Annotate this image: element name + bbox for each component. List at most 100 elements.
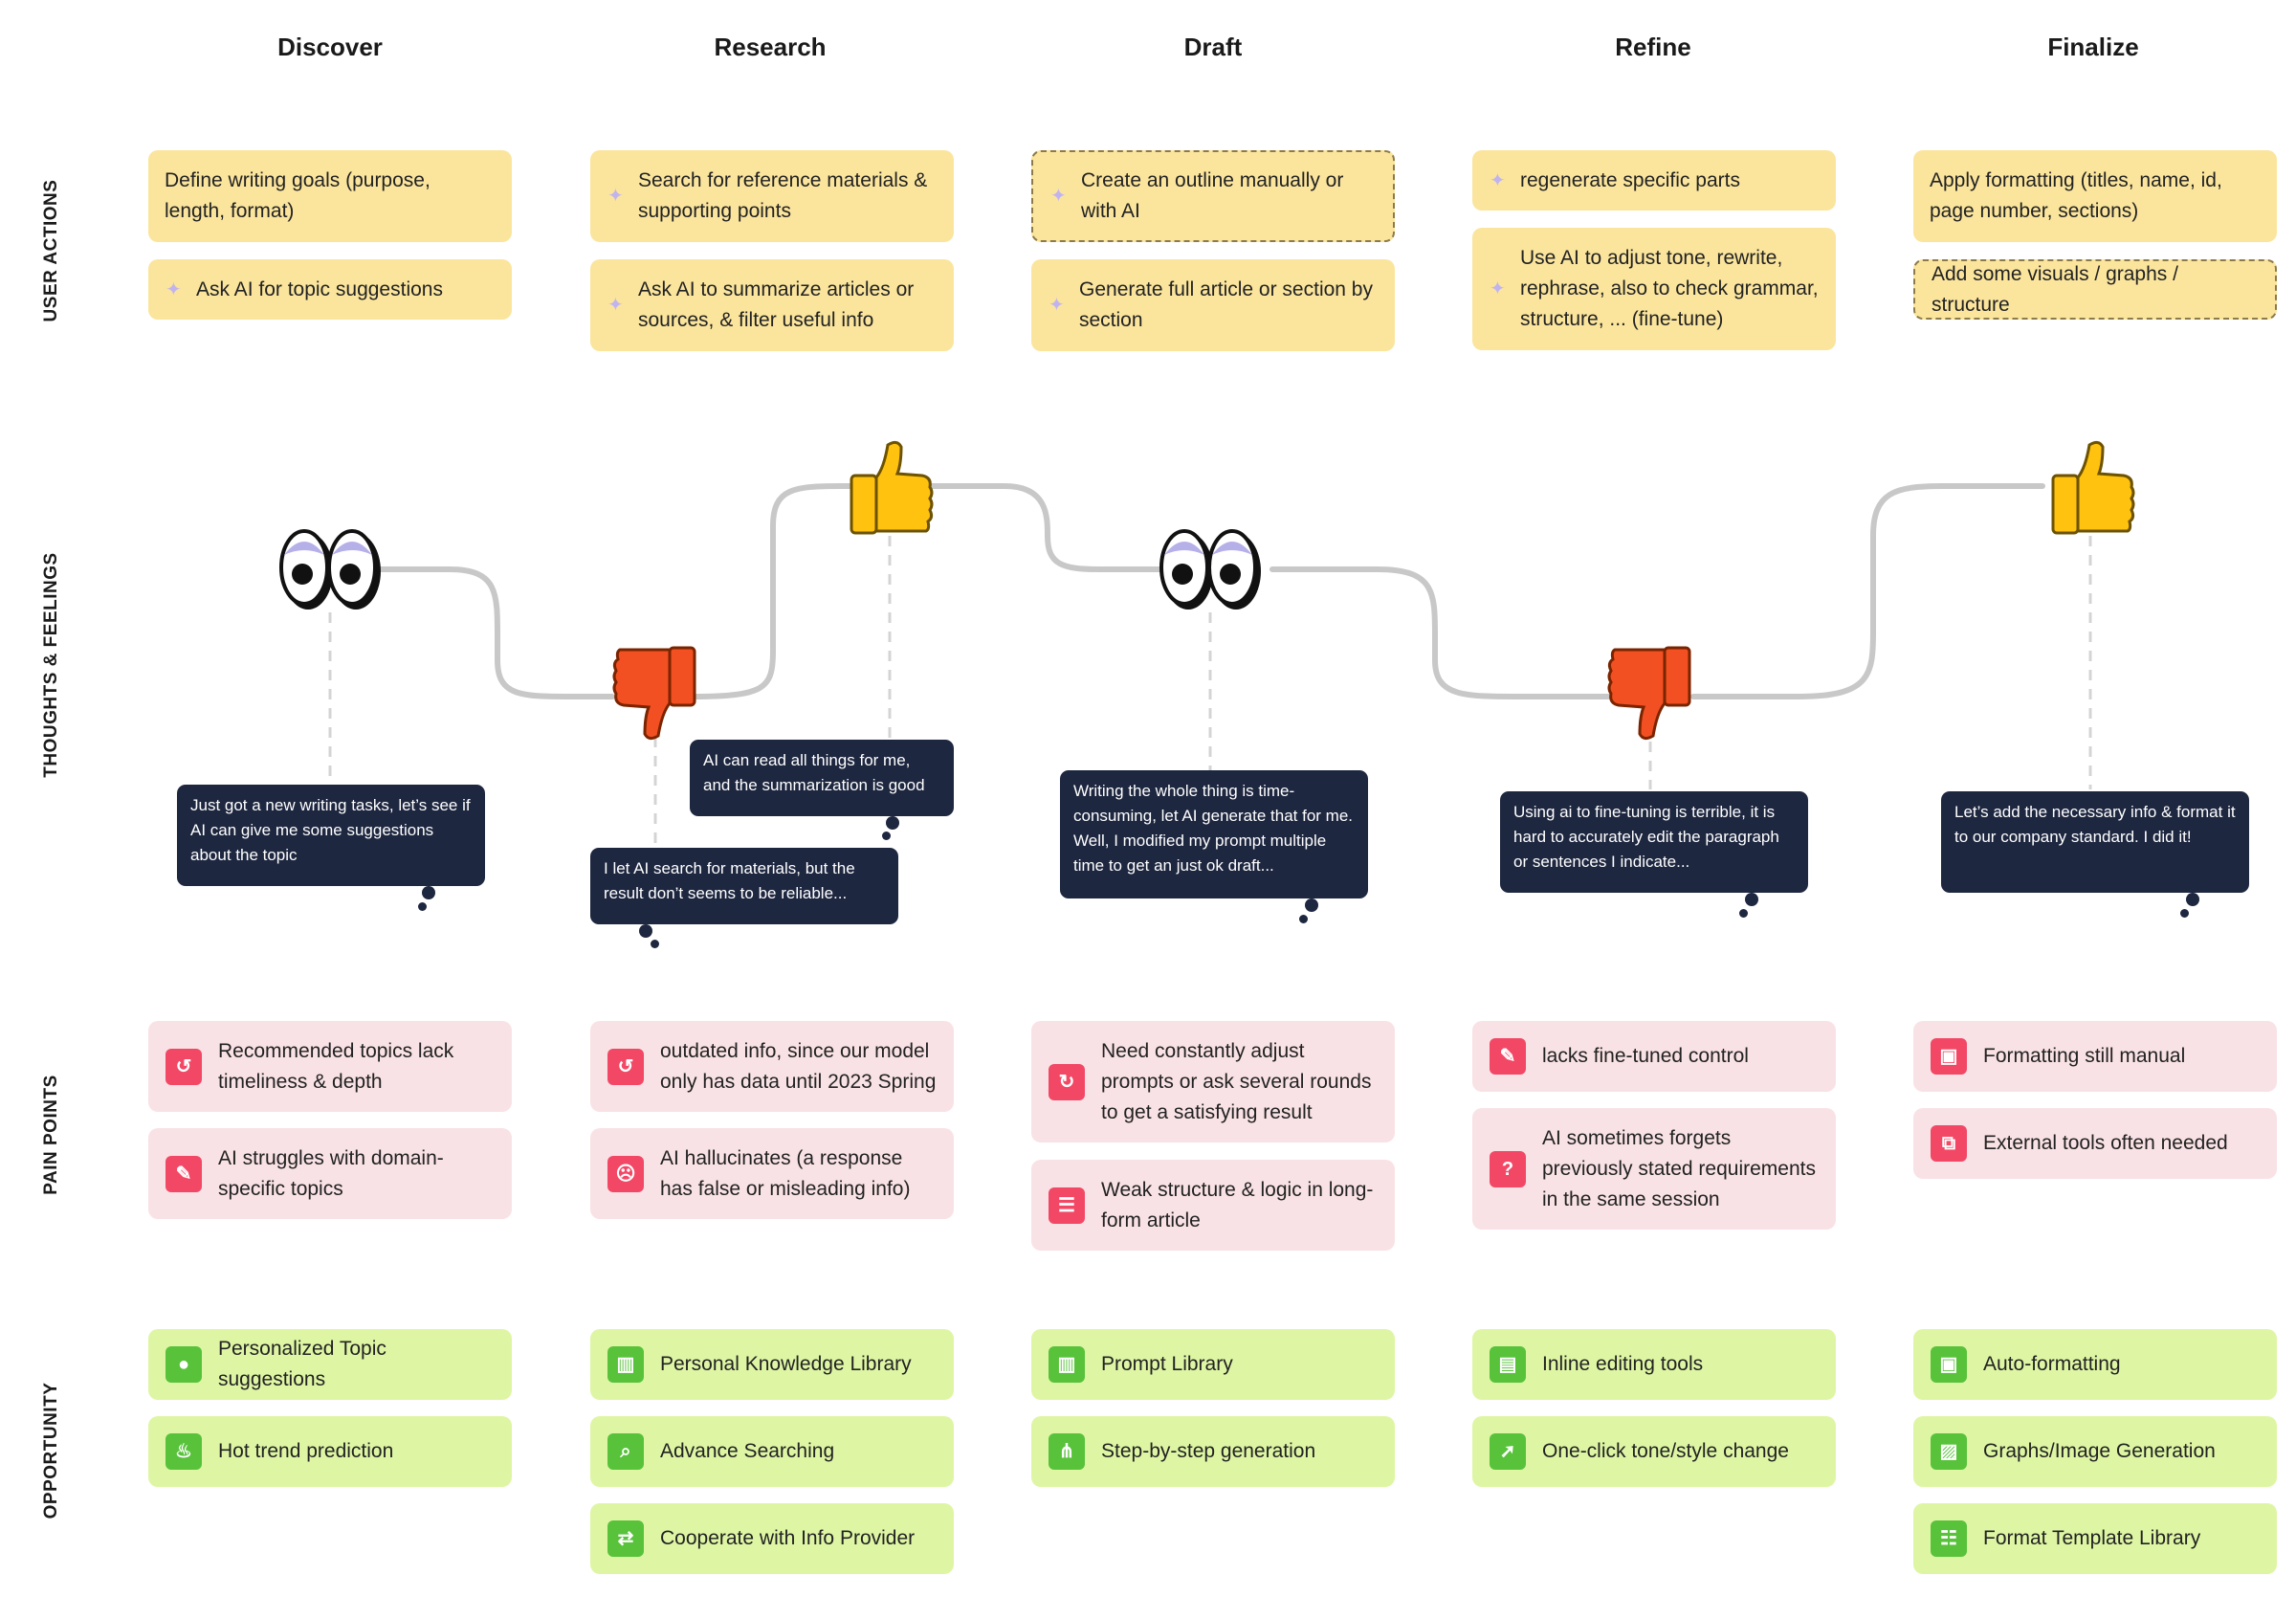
opportunity-text: Cooperate with Info Provider [660,1527,916,1549]
pain-point-card: ⧉ External tools often needed [1913,1108,2277,1179]
pain-point-text: Formatting still manual [1983,1045,2186,1067]
template-icon: ☷ [1931,1520,1967,1557]
opportunity-card: ▣ Auto-formatting [1913,1329,2277,1400]
bubble-tail [2186,893,2199,906]
stage-header-finalize: Finalize [2047,33,2139,61]
flame-icon: ♨ [166,1433,202,1470]
pain-point-card: ↺ outdated info, since our model only ha… [590,1021,954,1112]
opportunity-text: Graphs/Image Generation [1983,1440,2216,1462]
pain-point-card: ▣ Formatting still manual [1913,1021,2277,1092]
thumbs-down-icon [1607,646,1691,741]
user-action-text: Use AI to adjust tone, rewrite, rephrase… [1520,247,1819,330]
bubble-tail [1299,915,1308,923]
pain-point-text: Need constantly adjust prompts or ask se… [1101,1039,1372,1123]
opportunity-card: ⋔ Step-by-step generation [1031,1416,1395,1487]
pain-point-card: ↺ Recommended topics lack timeliness & d… [148,1021,512,1112]
external-tool-icon: ⧉ [1931,1125,1967,1162]
opportunity-text: Inline editing tools [1542,1353,1704,1375]
sparkle-icon: ✦ [1050,186,1067,207]
pain-point-card: ☰ Weak structure & logic in long-form ar… [1031,1160,1395,1251]
forget-icon: ? [1490,1150,1526,1187]
user-action-text: Add some visuals / graphs / structure [1932,262,2178,316]
user-action-card: ✦ Use AI to adjust tone, rewrite, rephra… [1472,228,1836,350]
eyes-emoji-icon [279,529,381,610]
thought-text: I let AI search for materials, but the r… [604,859,855,902]
thought-text: Just got a new writing tasks, let’s see … [190,796,471,864]
pain-point-card: ✎ AI struggles with domain-specific topi… [148,1128,512,1219]
pain-point-text: AI sometimes forgets previously stated r… [1542,1126,1816,1210]
thought-text: AI can read all things for me, and the s… [703,751,925,794]
user-action-text: Generate full article or section by sect… [1079,278,1373,331]
refresh-icon: ↻ [1049,1063,1085,1100]
user-action-text: Define writing goals (purpose, length, f… [165,169,430,222]
thought-text: Using ai to fine-tuning is terrible, it … [1513,803,1779,871]
thumbs-up-icon [850,440,934,535]
stage-header-refine: Refine [1615,33,1691,61]
thought-bubble: I let AI search for materials, but the r… [590,848,898,924]
user-action-text: Apply formatting (titles, name, id, page… [1930,169,2222,222]
pain-point-card: ✎ lacks fine-tuned control [1472,1021,1836,1092]
opportunity-text: Auto-formatting [1983,1353,2121,1375]
format-icon: ▣ [1931,1038,1967,1075]
thought-text: Let’s add the necessary info & format it… [1954,803,2236,846]
user-action-card: ✦ Generate full article or section by se… [1031,259,1395,351]
opportunity-text: Personalized Topic suggestions [218,1338,386,1390]
pain-point-card: ☹ AI hallucinates (a response has false … [590,1128,954,1219]
opportunity-text: One-click tone/style change [1542,1440,1789,1462]
thumbs-up-icon [2051,440,2135,535]
syringe-icon: ✎ [166,1155,202,1192]
bubble-tail [1305,898,1318,912]
bubble-tail [418,902,427,911]
thumbs-down-icon [612,646,696,741]
history-icon: ↺ [166,1048,202,1085]
opportunity-card: ⇄ Cooperate with Info Provider [590,1503,954,1574]
bubble-tail [651,940,659,948]
thought-bubble: Using ai to fine-tuning is terrible, it … [1500,791,1808,893]
user-action-text: Search for reference materials & support… [638,169,928,222]
flow-icon: ⋔ [1049,1433,1085,1470]
dizzy-face-icon: ☹ [607,1155,644,1192]
user-action-text: Create an outline manually or with AI [1081,169,1344,222]
pain-point-text: outdated info, since our model only has … [660,1039,937,1093]
pain-point-card: ↻ Need constantly adjust prompts or ask … [1031,1021,1395,1142]
opportunity-card: ♨ Hot trend prediction [148,1416,512,1487]
bubble-tail [886,816,899,830]
opportunity-card: ▨ Graphs/Image Generation [1913,1416,2277,1487]
user-action-card: ✦ Create an outline manually or with AI [1031,150,1395,242]
user-action-text: regenerate specific parts [1520,168,1740,191]
bubble-tail [882,832,891,840]
opportunity-card: ▥ Prompt Library [1031,1329,1395,1400]
pain-point-text: lacks fine-tuned control [1542,1045,1749,1067]
bubble-tail [1745,893,1758,906]
opportunity-text: Advance Searching [660,1440,835,1462]
user-action-card: ✦ Ask AI for topic suggestions [148,259,512,320]
library-icon: ▥ [607,1346,644,1383]
pain-point-card: ? AI sometimes forgets previously stated… [1472,1108,1836,1230]
sparkle-icon: ✦ [1490,278,1506,299]
user-action-text: Ask AI for topic suggestions [196,277,443,300]
user-action-card: ✦ regenerate specific parts [1472,150,1836,211]
opportunity-card: ➚ One-click tone/style change [1472,1416,1836,1487]
user-action-text: Ask AI to summarize articles or sources,… [638,278,915,331]
opportunity-text: Step-by-step generation [1101,1440,1316,1462]
thought-text: Writing the whole thing is time-consumin… [1073,782,1353,875]
user-action-card: ✦ Ask AI to summarize articles or source… [590,259,954,351]
edit-icon: ✎ [1490,1038,1526,1075]
handshake-icon: ⇄ [607,1520,644,1557]
sparkle-icon: ✦ [607,186,624,207]
history-icon: ↺ [607,1048,644,1085]
opportunity-text: Hot trend prediction [218,1440,394,1462]
thought-bubble: AI can read all things for me, and the s… [690,740,954,816]
stage-header-draft: Draft [1183,33,1243,61]
format-icon: ▣ [1931,1346,1967,1383]
thought-bubble: Writing the whole thing is time-consumin… [1060,770,1368,898]
pain-point-text: AI hallucinates (a response has false or… [660,1146,911,1200]
user-action-card: Define writing goals (purpose, length, f… [148,150,512,242]
image-icon: ▨ [1931,1433,1967,1470]
user-action-card: Add some visuals / graphs / structure [1913,259,2277,320]
click-icon: ➚ [1490,1433,1526,1470]
user-action-card: Apply formatting (titles, name, id, page… [1913,150,2277,242]
sparkle-icon: ✦ [166,278,182,300]
user-action-card: ✦ Search for reference materials & suppo… [590,150,954,242]
